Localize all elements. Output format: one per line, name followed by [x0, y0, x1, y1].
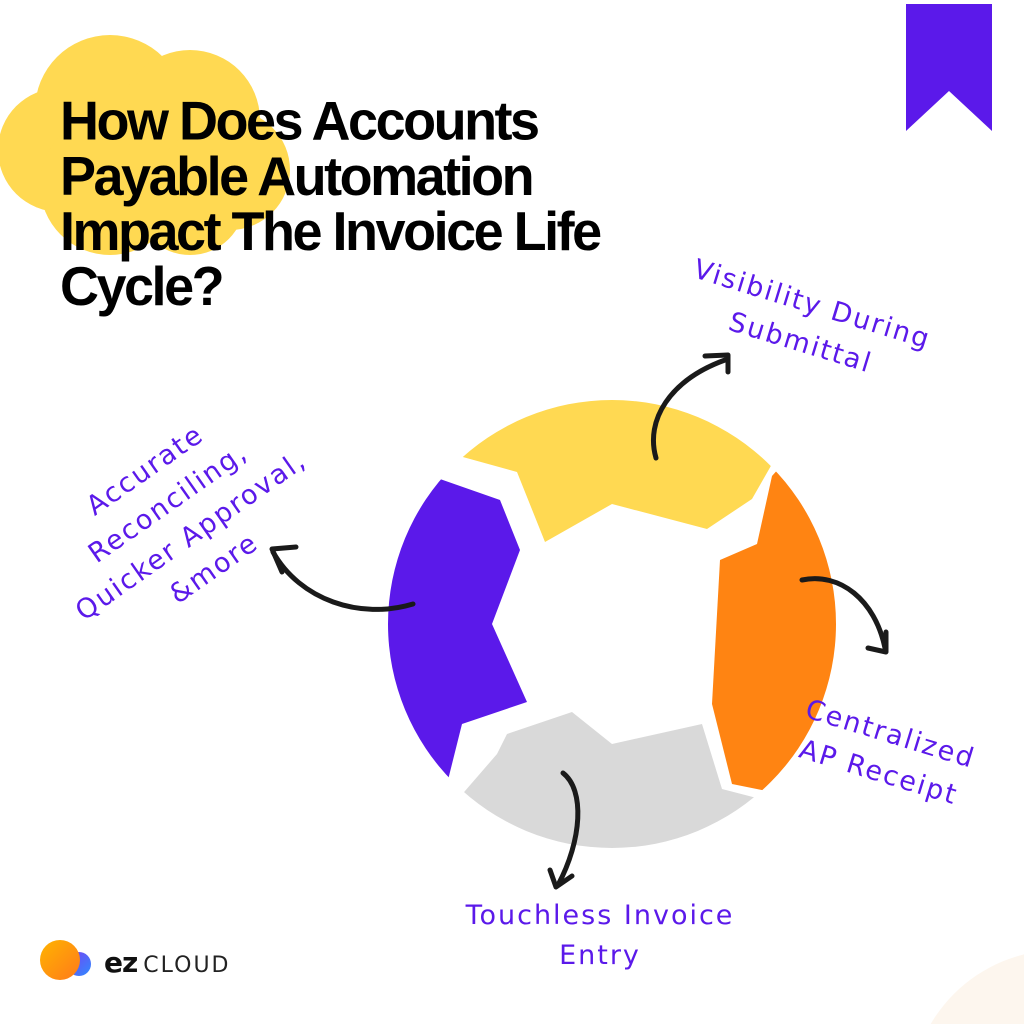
ezcloud-logo-icon [40, 940, 91, 980]
logo-cloud-text: CLOUD [143, 952, 231, 978]
arrow-up-head [702, 352, 731, 375]
corner-decoration [930, 954, 1024, 1024]
arrow-up-icon [650, 357, 728, 461]
arrow-down-icon [555, 770, 581, 888]
page-title: How Does Accounts Payable Automation Imp… [60, 94, 720, 314]
cycle-diagram [388, 400, 836, 848]
bookmark-icon [906, 4, 992, 131]
step-touchless-label: Touchless Invoice Entry [430, 896, 770, 976]
arrow-left-icon [270, 549, 416, 612]
title-line-3: Impact The Invoice Life [60, 200, 602, 263]
title-line-1: How Does Accounts [60, 90, 540, 152]
arrow-left-head [269, 544, 299, 575]
brand-logo: ez CLOUD [38, 944, 231, 980]
logo-ez-text: ez [104, 945, 138, 979]
step-touchless-line-2: Entry [559, 940, 641, 971]
step-touchless-line-1: Touchless Invoice [465, 900, 735, 931]
title-line-4: Cycle? [60, 256, 225, 318]
title-line-2: Payable Automation [60, 145, 535, 208]
arrow-right-head [865, 629, 889, 655]
arrow-right-icon [799, 576, 888, 651]
cloud-blob-icon [0, 35, 290, 255]
arrow-down-head [547, 867, 575, 890]
